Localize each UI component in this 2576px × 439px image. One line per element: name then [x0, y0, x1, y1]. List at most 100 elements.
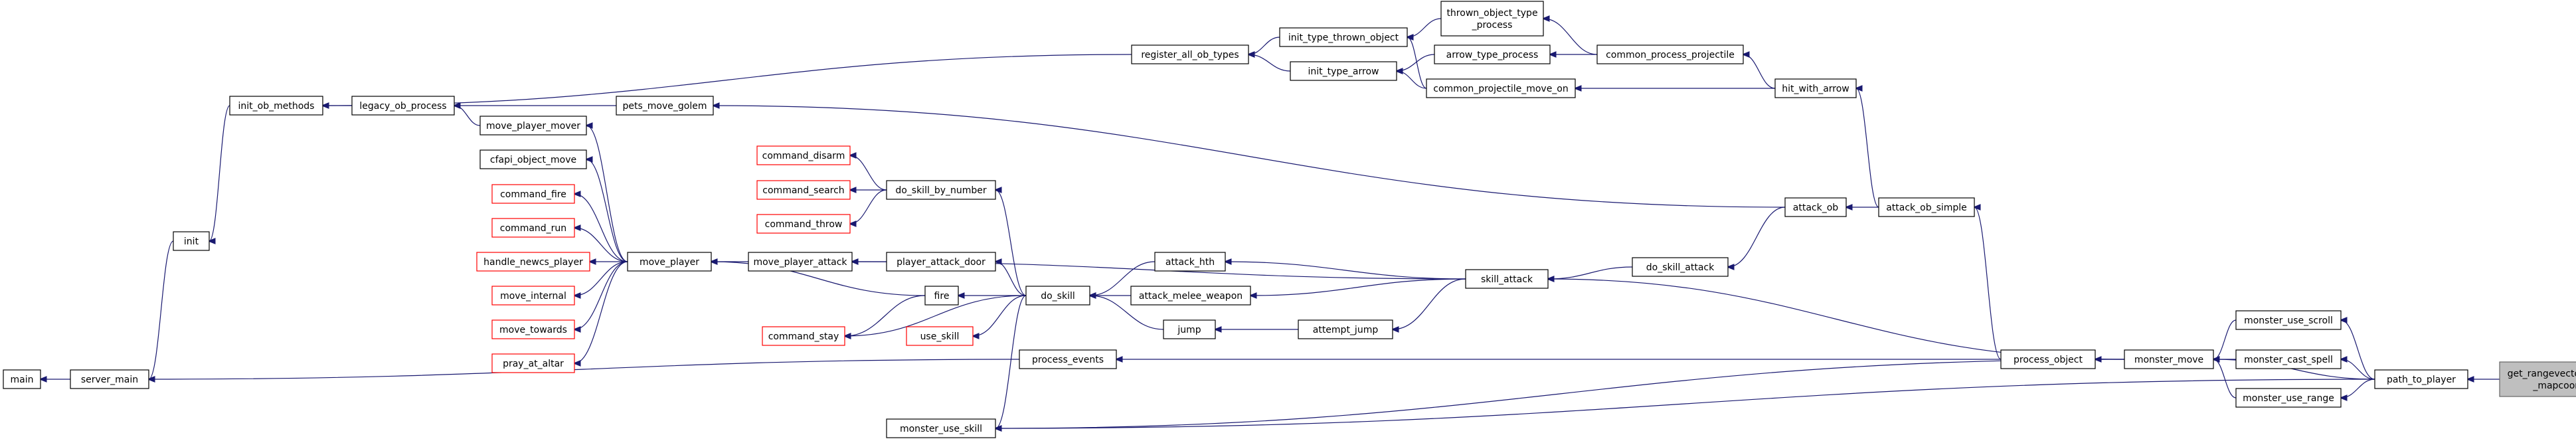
- node-move_towards[interactable]: move_towards: [491, 319, 575, 339]
- node-monster_move[interactable]: monster_move: [2124, 349, 2214, 369]
- node-jump[interactable]: jump: [1163, 319, 1216, 339]
- node-monster_use_skill[interactable]: monster_use_skill: [886, 418, 996, 438]
- node-do_skill_by_number[interactable]: do_skill_by_number: [886, 180, 996, 200]
- edge-move_player_mover-to-legacy_ob_process: [454, 106, 481, 126]
- edge-fire-to-move_player: [711, 262, 926, 296]
- node-init[interactable]: init: [173, 231, 210, 251]
- edge-process_events-to-server_main: [149, 359, 1020, 379]
- node-box: [479, 116, 587, 135]
- edge-do_skill_by_number-to-command_disarm: [850, 155, 887, 191]
- node-label: attack_ob_simple: [1886, 203, 1967, 213]
- node-label: command_stay: [768, 331, 839, 342]
- node-use_skill[interactable]: use_skill: [906, 326, 974, 346]
- node-fire[interactable]: fire: [924, 286, 959, 306]
- node-init_ob_methods[interactable]: init_ob_methods: [229, 96, 323, 116]
- node-skill_attack[interactable]: skill_attack: [1465, 269, 1549, 289]
- node-label: init: [184, 236, 199, 247]
- node-box: [2235, 388, 2342, 408]
- edge-attack_ob_simple-to-hit_with_arrow: [1856, 88, 1879, 208]
- node-register_all_ob_types[interactable]: register_all_ob_types: [1131, 44, 1249, 64]
- node-legacy_ob_process[interactable]: legacy_ob_process: [351, 96, 455, 116]
- node-label: monster_move: [2134, 355, 2203, 365]
- node-box: [1878, 197, 1975, 217]
- node-do_skill_attack[interactable]: do_skill_attack: [1632, 257, 1729, 277]
- edge-monster_use_scroll-to-monster_move: [2213, 319, 2237, 359]
- node-box: [886, 418, 996, 438]
- node-command_run[interactable]: command_run: [491, 218, 575, 238]
- node-move_player[interactable]: move_player: [627, 252, 712, 272]
- edge-skill_attack-to-attempt_jump: [1393, 278, 1466, 329]
- node-thrown_object_type_process[interactable]: thrown_object_type_process: [1440, 1, 1544, 37]
- edge-path_to_player-to-monster_use_scroll: [2341, 320, 2375, 380]
- node-box: [1434, 44, 1551, 64]
- node-box: [2124, 349, 2214, 369]
- node-box: [1784, 197, 1847, 217]
- node-label: path_to_player: [2387, 375, 2456, 385]
- node-label: monster_use_skill: [900, 424, 982, 434]
- node-move_internal[interactable]: move_internal: [491, 286, 575, 306]
- node-box: [1440, 1, 1544, 37]
- node-hit_with_arrow[interactable]: hit_with_arrow: [1774, 78, 1857, 98]
- node-box: [1279, 27, 1408, 47]
- edge-common_projectile_move_on-to-init_type_arrow: [1397, 71, 1427, 89]
- node-box: [1154, 252, 1226, 272]
- node-process_object[interactable]: process_object: [2000, 349, 2096, 369]
- node-command_fire[interactable]: command_fire: [491, 184, 575, 204]
- node-server_main[interactable]: server_main: [70, 369, 149, 389]
- node-label: command_disarm: [762, 151, 845, 161]
- node-player_attack_door[interactable]: player_attack_door: [886, 252, 996, 272]
- node-label: init_type_arrow: [1308, 66, 1379, 77]
- node-label: thrown_object_type: [1446, 8, 1537, 19]
- node-common_projectile_move_on[interactable]: common_projectile_move_on: [1426, 78, 1576, 98]
- edge-common_process_projectile-to-thrown_object_type_process: [1543, 19, 1598, 55]
- node-common_process_projectile[interactable]: common_process_projectile: [1596, 44, 1744, 64]
- node-monster_use_range[interactable]: monster_use_range: [2235, 388, 2342, 408]
- node-arrow_type_process[interactable]: arrow_type_process: [1434, 44, 1551, 64]
- node-label: move_internal: [500, 291, 566, 302]
- node-label: command_throw: [765, 219, 843, 230]
- node-label: do_skill: [1041, 291, 1075, 302]
- node-init_type_arrow[interactable]: init_type_arrow: [1290, 61, 1397, 81]
- node-attack_ob_simple[interactable]: attack_ob_simple: [1878, 197, 1975, 217]
- node-label: attack_ob: [1793, 203, 1839, 213]
- edge-attack_ob-to-do_skill_attack: [1728, 207, 1786, 267]
- node-label: command_run: [500, 223, 566, 234]
- edge-jump-to-do_skill: [1090, 296, 1164, 330]
- node-pets_move_golem[interactable]: pets_move_golem: [616, 96, 714, 116]
- node-main[interactable]: main: [3, 369, 41, 389]
- edge-move_player-to-move_internal: [574, 261, 628, 296]
- node-do_skill[interactable]: do_skill: [1025, 286, 1090, 306]
- node-label: pray_at_altar: [503, 359, 564, 369]
- node-command_throw[interactable]: command_throw: [756, 214, 851, 234]
- node-attempt_jump[interactable]: attempt_jump: [1298, 319, 1393, 339]
- node-handle_newcs_player[interactable]: handle_newcs_player: [476, 252, 590, 272]
- node-cfapi_object_move[interactable]: cfapi_object_move: [479, 149, 587, 169]
- node-box: [616, 96, 714, 116]
- node-command_stay[interactable]: command_stay: [762, 326, 845, 346]
- node-label: hit_with_arrow: [1782, 84, 1849, 94]
- node-init_type_thrown_object[interactable]: init_type_thrown_object: [1279, 27, 1408, 47]
- node-box: [1426, 78, 1576, 98]
- node-box: [1774, 78, 1857, 98]
- node-command_disarm[interactable]: command_disarm: [756, 145, 851, 165]
- node-monster_use_scroll[interactable]: monster_use_scroll: [2235, 310, 2342, 330]
- node-label: arrow_type_process: [1446, 50, 1539, 60]
- node-label: main: [11, 375, 34, 385]
- node-path_to_player[interactable]: path_to_player: [2374, 369, 2468, 389]
- edge-hit_with_arrow-to-common_process_projectile: [1743, 54, 1776, 89]
- node-process_events[interactable]: process_events: [1019, 349, 1117, 369]
- node-box: [491, 218, 575, 238]
- edge-attack_hth-to-do_skill: [1090, 261, 1156, 296]
- node-label: handle_newcs_player: [483, 257, 583, 268]
- node-pray_at_altar[interactable]: pray_at_altar: [491, 353, 575, 373]
- node-attack_hth[interactable]: attack_hth: [1154, 252, 1226, 272]
- node-move_player_attack[interactable]: move_player_attack: [748, 252, 853, 272]
- node-attack_melee_weapon[interactable]: attack_melee_weapon: [1130, 286, 1251, 306]
- node-command_search[interactable]: command_search: [756, 180, 851, 200]
- node-box: [1596, 44, 1744, 64]
- node-box: [1163, 319, 1216, 339]
- node-monster_cast_spell[interactable]: monster_cast_spell: [2235, 349, 2342, 369]
- node-attack_ob[interactable]: attack_ob: [1784, 197, 1847, 217]
- node-box: [2499, 361, 2576, 397]
- node-move_player_mover[interactable]: move_player_mover: [479, 116, 587, 135]
